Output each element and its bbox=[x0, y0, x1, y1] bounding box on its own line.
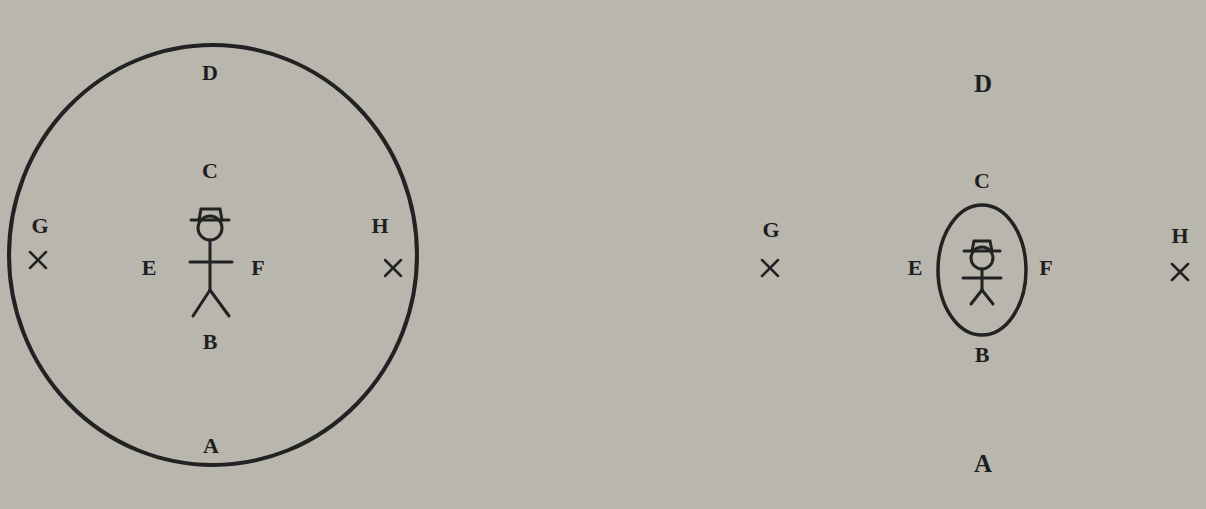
point-letter: B bbox=[975, 344, 990, 366]
point-letter: G bbox=[31, 215, 48, 237]
cross-mark bbox=[762, 260, 1188, 280]
cross-mark bbox=[30, 252, 401, 276]
point-letter: C bbox=[974, 170, 990, 192]
point-letter: F bbox=[1039, 257, 1052, 279]
point-letter: H bbox=[371, 215, 388, 237]
point-letter: D bbox=[974, 71, 992, 96]
stick-figure bbox=[190, 209, 232, 316]
small-ellipse bbox=[938, 205, 1026, 335]
point-letter: G bbox=[762, 219, 779, 241]
point-letter: H bbox=[1171, 225, 1188, 247]
point-letter: C bbox=[202, 160, 218, 182]
large-circle bbox=[9, 45, 417, 465]
point-letter: F bbox=[251, 257, 264, 279]
stick-figure bbox=[963, 241, 1001, 304]
point-letter: E bbox=[142, 257, 157, 279]
point-letter: E bbox=[908, 257, 923, 279]
point-letter: D bbox=[202, 62, 218, 84]
point-letter: A bbox=[974, 451, 992, 476]
point-letter: A bbox=[203, 435, 219, 457]
point-letter: B bbox=[203, 331, 218, 353]
